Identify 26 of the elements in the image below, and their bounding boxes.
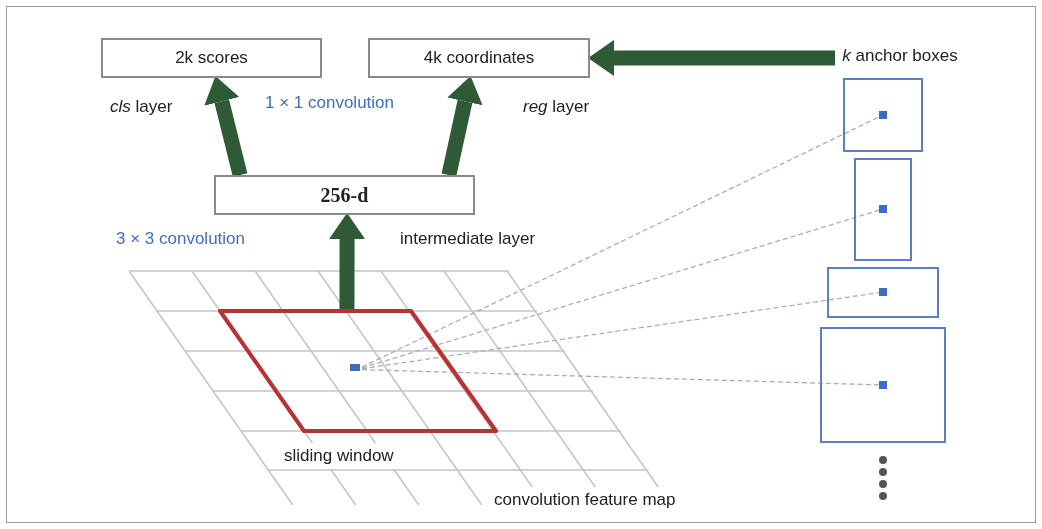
center-point bbox=[879, 381, 887, 389]
anchor-box bbox=[827, 267, 939, 318]
center-point bbox=[879, 288, 887, 296]
dashed-line bbox=[361, 369, 880, 386]
arrow bbox=[329, 213, 366, 311]
anchor-box bbox=[843, 78, 923, 152]
arrow bbox=[204, 76, 248, 177]
sliding-window-outline bbox=[220, 311, 496, 431]
operation-label: 3 × 3 convolution bbox=[116, 228, 245, 250]
layer-label: cls layer bbox=[110, 96, 173, 118]
anchor-box bbox=[820, 327, 946, 443]
arrow bbox=[441, 76, 483, 177]
output-box: 2k scores bbox=[101, 38, 322, 78]
heading-text: k anchor boxes bbox=[835, 44, 965, 68]
anchor-box bbox=[854, 158, 912, 261]
layer-label: intermediate layer bbox=[400, 228, 536, 250]
center-point bbox=[879, 205, 887, 213]
layer-label: reg layer bbox=[523, 96, 590, 118]
output-box: 4k coordinates bbox=[368, 38, 590, 78]
dashed-line bbox=[361, 291, 880, 370]
dashed-line bbox=[361, 116, 880, 368]
center-point bbox=[879, 111, 887, 119]
feature-box: 256-d bbox=[214, 175, 475, 215]
dashed-line bbox=[361, 209, 880, 369]
operation-label: 1 × 1 convolution bbox=[265, 92, 394, 114]
center-point bbox=[350, 364, 360, 371]
